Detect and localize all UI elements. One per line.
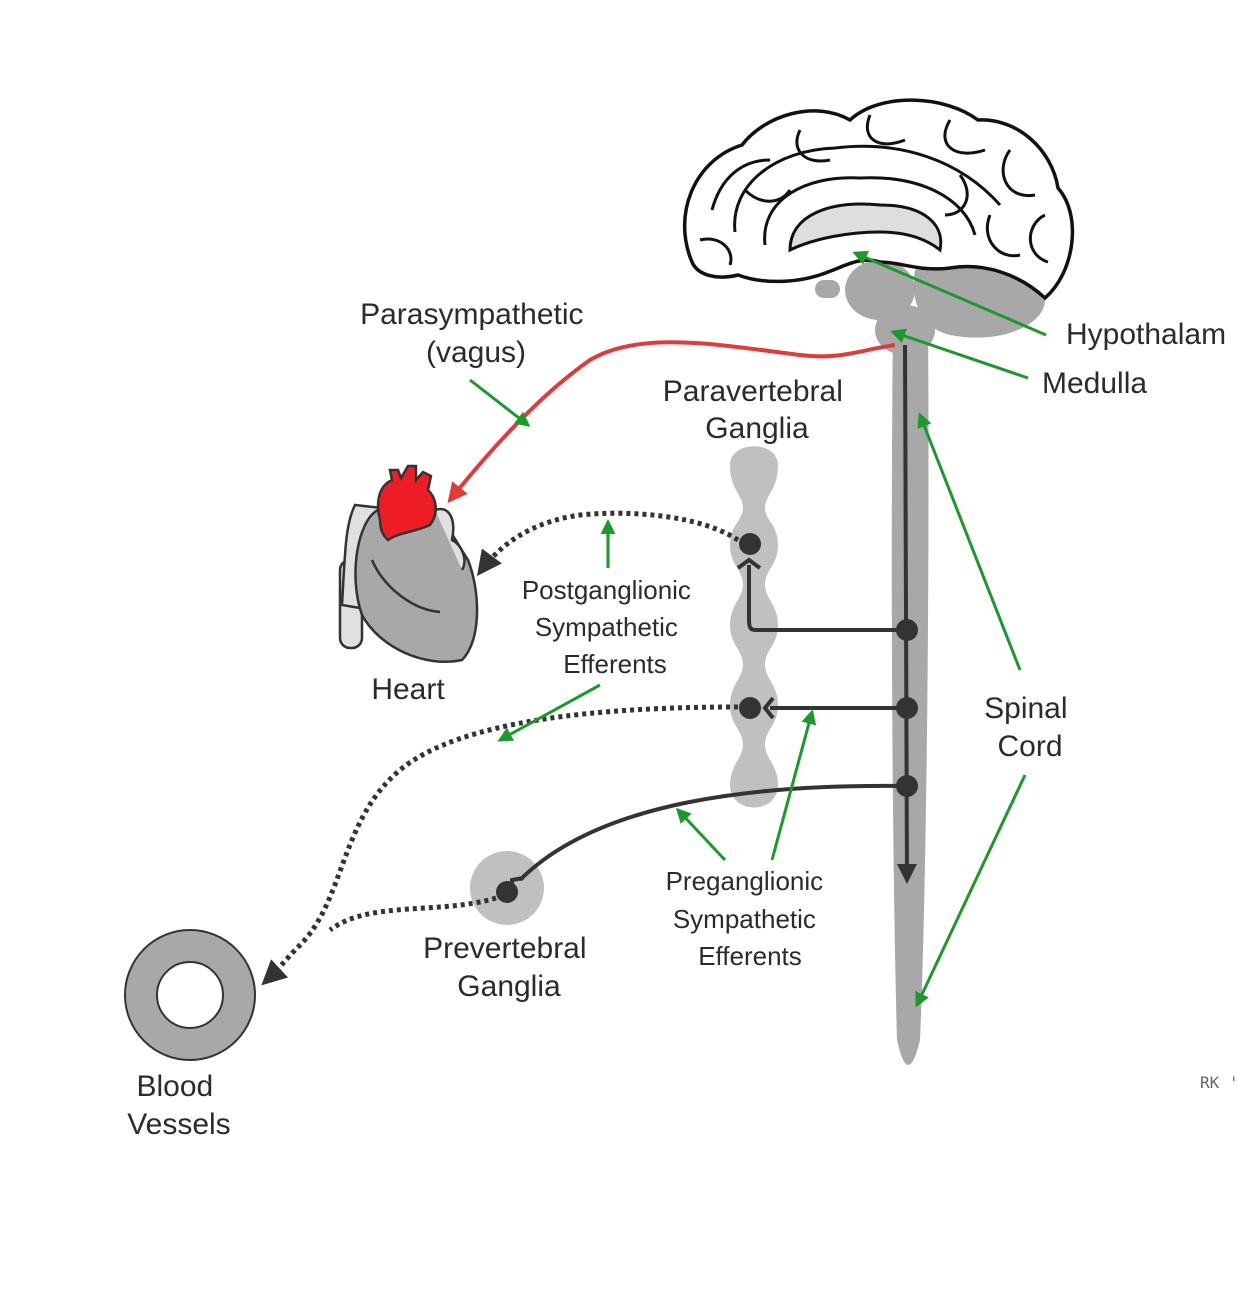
blood-vessel — [124, 929, 256, 1061]
brain — [682, 98, 1075, 301]
medulla-label: Medulla — [1042, 367, 1147, 400]
paravertebral-ganglia-label: Paravertebral Ganglia — [663, 375, 851, 445]
artist-signature: RK ' — [1200, 1073, 1238, 1092]
heart-illustration — [338, 464, 479, 663]
spinal-cord-label: Spinal Cord — [984, 692, 1076, 763]
postganglionic-fibers — [261, 510, 740, 986]
hypothalamus-label: Hypothalam — [1066, 318, 1226, 351]
neuron-cell-bodies — [496, 533, 918, 903]
paravertebral-ganglia-chain — [730, 446, 778, 808]
postganglionic-label: Postganglionic Sympathetic Efferents — [522, 575, 698, 679]
descending-pathway — [896, 344, 917, 884]
preganglionic-fibers — [518, 565, 908, 882]
prevertebral-ganglia-label: Prevertebral Ganglia — [423, 932, 595, 1003]
annotation-arrows — [469, 250, 1047, 1008]
preganglionic-label: Preganglionic Sympathetic Efferents — [666, 866, 831, 971]
parasympathetic-label: Parasympathetic (vagus) — [360, 298, 592, 369]
spinal-cord — [891, 320, 929, 1065]
vagus-nerve — [447, 340, 896, 504]
blood-vessels-label: Blood Vessels — [127, 1070, 230, 1141]
heart-label: Heart — [371, 673, 445, 706]
